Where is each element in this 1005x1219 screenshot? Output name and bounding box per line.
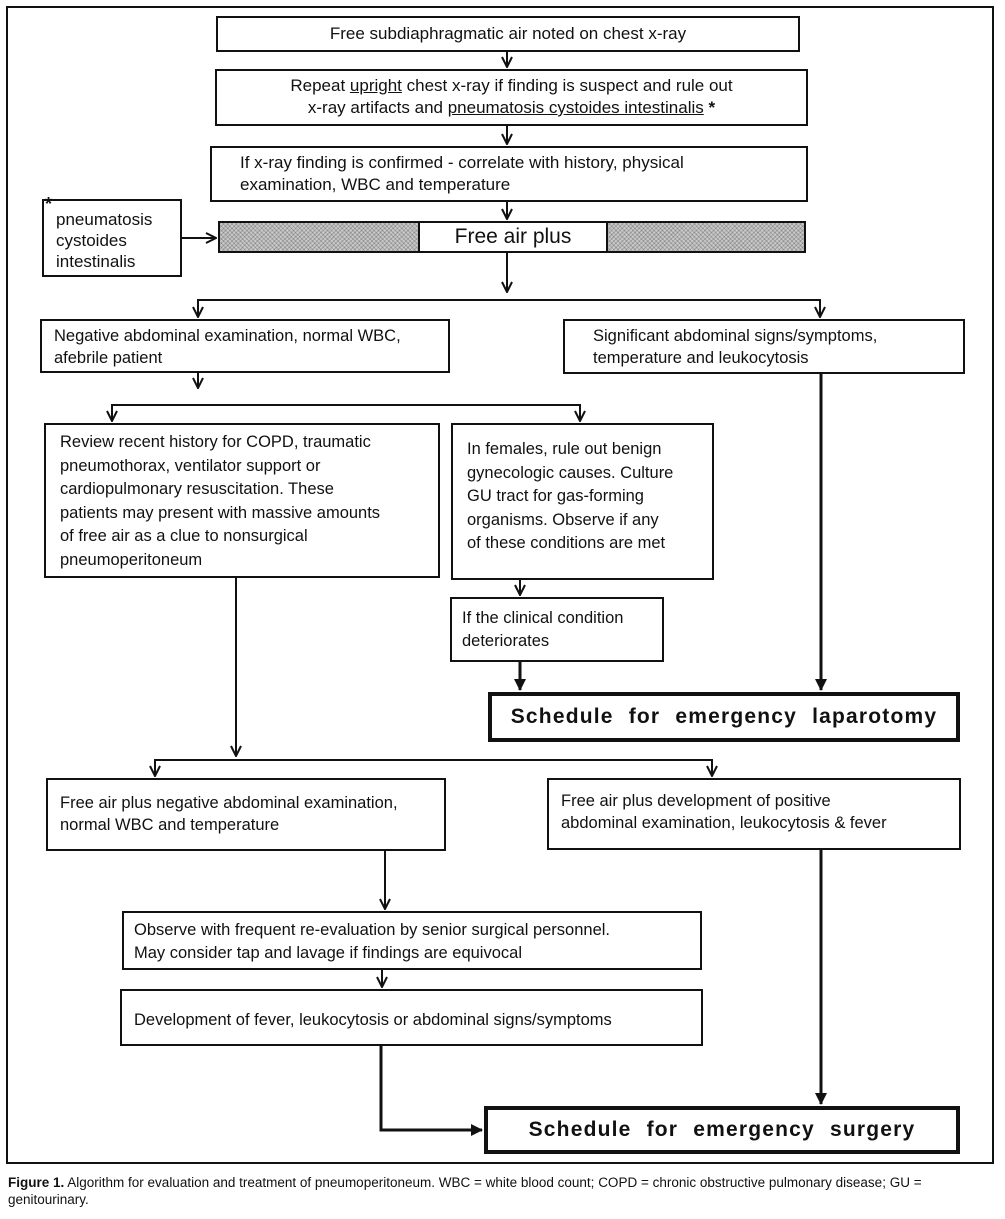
pneumatosis-underlined: pneumatosis cystoides intestinalis <box>447 98 704 117</box>
xray-confirmed-line2: examination, WBC and temperature <box>240 175 511 194</box>
review-line3: cardiopulmonary resuscitation. These <box>60 480 334 498</box>
surgery-text: Schedule for emergency surgery <box>528 1118 916 1141</box>
females-line3: GU tract for gas-forming <box>467 487 644 505</box>
note-asterisk: * <box>45 194 53 214</box>
figure-caption: Figure 1. Algorithm for evaluation and t… <box>8 1174 993 1208</box>
females-line1: In females, rule out benign <box>467 440 662 458</box>
free-air-plus-label: Free air plus <box>418 221 608 253</box>
pneumatosis-note-box: pneumatosis cystoides intestinalis <box>42 199 182 277</box>
observe-line1: Observe with frequent re-evaluation by s… <box>134 921 611 939</box>
free-air-noted-box: Free subdiaphragmatic air noted on chest… <box>216 16 800 52</box>
deteriorates-line1: If the clinical condition <box>462 609 624 627</box>
upright-underlined: upright <box>349 76 402 95</box>
asterisk-marker: * <box>703 98 716 117</box>
note-line2: cystoides <box>56 231 127 250</box>
negative-exam-line2: afebrile patient <box>54 349 163 367</box>
split-1 <box>197 299 821 316</box>
negative-free-air-line1: Free air plus negative abdominal examina… <box>60 794 398 812</box>
xray-confirmed-line1: If x-ray finding is confirmed - correlat… <box>240 153 684 172</box>
note-line3: intestinalis <box>56 252 136 271</box>
review-line4: patients may present with massive amount… <box>60 503 381 522</box>
observe-line2: May consider tap and lavage if findings … <box>134 944 522 962</box>
negative-free-air-box: Free air plus negative abdominal examina… <box>46 778 446 851</box>
free-air-noted-text: Free subdiaphragmatic air noted on chest… <box>329 24 687 43</box>
females-line2: gynecologic causes. Culture <box>467 463 674 482</box>
observe-box: Observe with frequent re-evaluation by s… <box>122 911 702 970</box>
note-line1: pneumatosis <box>56 210 153 229</box>
females-line4: organisms. Observe if any <box>467 510 659 529</box>
positive-free-air-line2: abdominal examination, leukocytosis & fe… <box>561 814 887 832</box>
split-2 <box>111 404 581 420</box>
caption-text: Algorithm for evaluation and treatment o… <box>8 1175 922 1207</box>
negative-free-air-line2: normal WBC and temperature <box>60 816 280 834</box>
negative-exam-line1: Negative abdominal examination, normal W… <box>54 327 401 345</box>
review-history-box: Review recent history for COPD, traumati… <box>44 423 440 578</box>
significant-signs-line1: Significant abdominal signs/symptoms, <box>593 327 878 345</box>
surgery-box: Schedule for emergency surgery <box>484 1106 960 1154</box>
deteriorates-box: If the clinical condition deteriorates <box>450 597 664 662</box>
review-line5: of free air as a clue to nonsurgical <box>60 527 308 545</box>
repeat-xray-text: Repeat <box>290 76 350 95</box>
arrow-fever-surgery <box>379 1046 483 1136</box>
fever-development-box: Development of fever, leukocytosis or ab… <box>120 989 703 1046</box>
positive-free-air-line1: Free air plus development of positive <box>561 792 831 810</box>
repeat-xray-text-2: chest x-ray if finding is suspect and ru… <box>401 76 733 95</box>
deteriorates-line2: deteriorates <box>462 632 550 650</box>
caption-label: Figure 1. <box>8 1175 65 1190</box>
females-box: In females, rule out benign gynecologic … <box>451 423 714 580</box>
figure-frame <box>6 6 994 1164</box>
negative-exam-box: Negative abdominal examination, normal W… <box>40 319 450 373</box>
repeat-xray-box: Repeat upright chest x-ray if finding is… <box>215 69 808 126</box>
significant-signs-line2: temperature and leukocytosis <box>593 349 809 367</box>
review-line1: Review recent history for COPD, traumati… <box>60 433 371 451</box>
positive-free-air-box: Free air plus development of positive ab… <box>547 778 961 850</box>
review-line2: pneumothorax, ventilator support or <box>60 456 321 475</box>
repeat-xray-text-3: x-ray artifacts and <box>307 98 448 117</box>
laparotomy-box: Schedule for emergency laparotomy <box>488 692 960 742</box>
split-3 <box>154 759 713 775</box>
xray-confirmed-box: If x-ray finding is confirmed - correlat… <box>210 146 808 202</box>
fever-development-text: Development of fever, leukocytosis or ab… <box>134 1011 612 1029</box>
laparotomy-text: Schedule for emergency laparotomy <box>510 705 938 728</box>
review-line6: pneumoperitoneum <box>60 550 203 569</box>
females-line5: of these conditions are met <box>467 534 666 552</box>
significant-signs-box: Significant abdominal signs/symptoms, te… <box>563 319 965 374</box>
